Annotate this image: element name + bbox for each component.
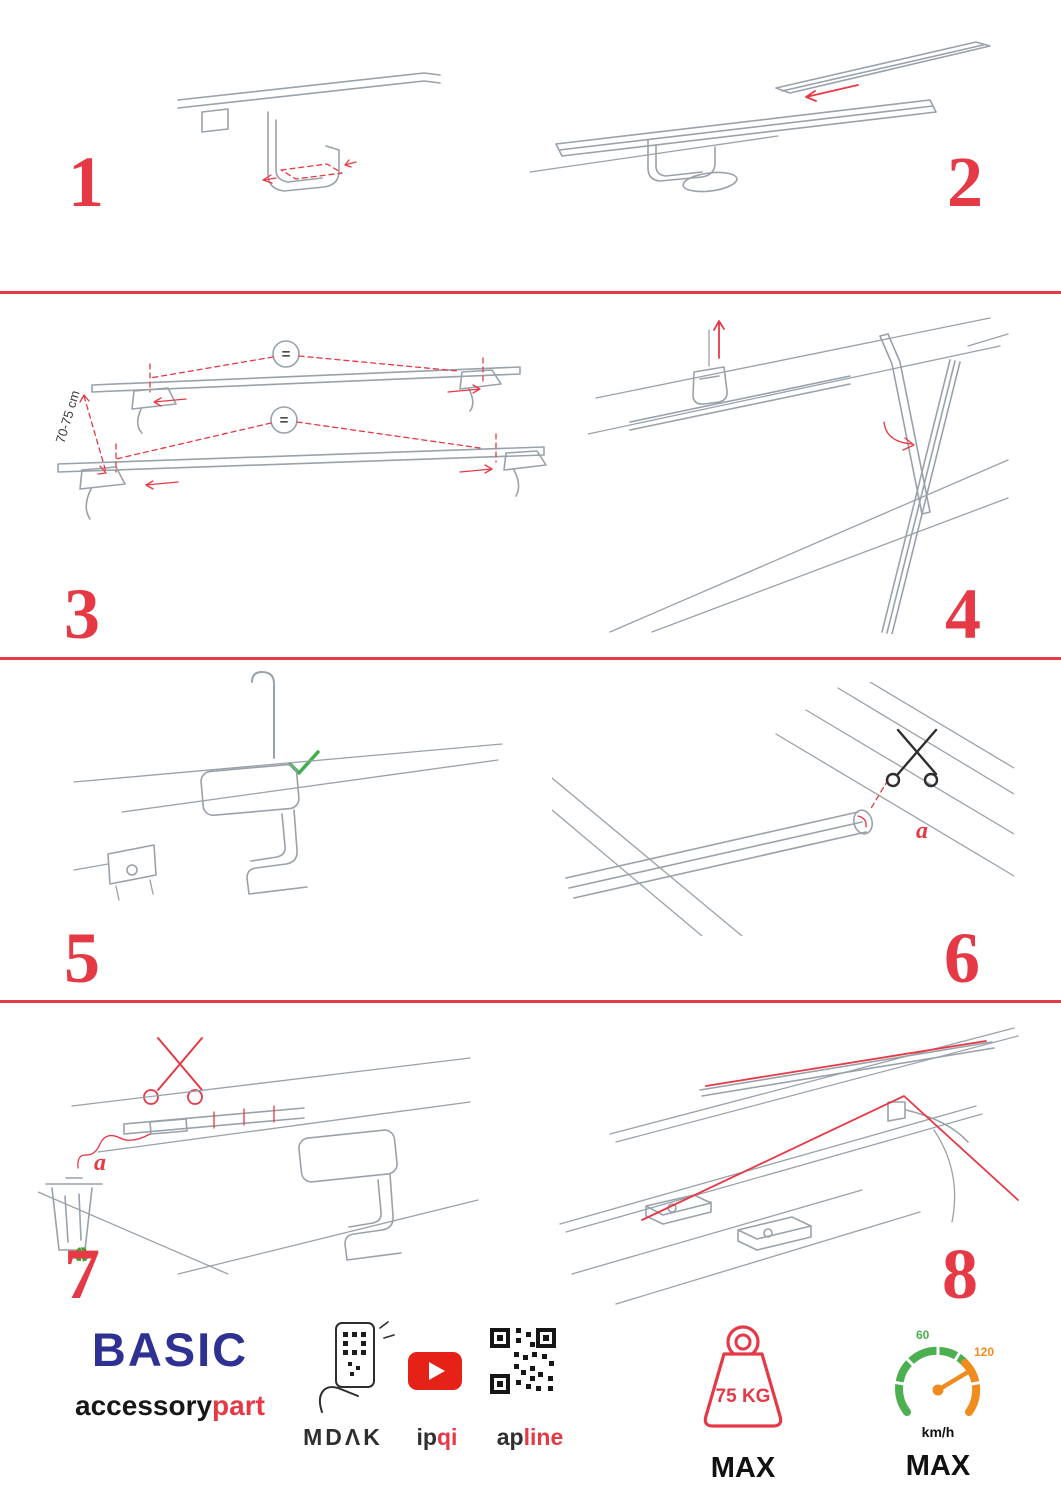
step-8-illustration — [559, 1027, 1019, 1305]
ipqi-black: ip — [416, 1424, 437, 1450]
partner-ipqi-label: ipqi — [398, 1424, 476, 1451]
brand-accessorypart: accessorypart — [62, 1390, 278, 1422]
section-divider-3 — [0, 1000, 1061, 1003]
rotate-arrow — [883, 421, 915, 451]
section-divider-1 — [0, 291, 1061, 294]
step-number-7: 7 — [64, 1234, 100, 1314]
qr-code-icon — [490, 1328, 556, 1394]
trash-icon — [45, 1177, 103, 1251]
qr-on-phone — [343, 1332, 366, 1376]
step-number-4: 4 — [945, 574, 981, 654]
phone-qr-icon — [319, 1321, 395, 1413]
measure-label: 70-75 cm — [53, 389, 83, 445]
brand-sub-red: part — [212, 1390, 265, 1421]
recycle-icon: ♻ — [72, 1243, 91, 1267]
equal-badge-2: = — [280, 412, 289, 429]
foot-pads — [645, 1194, 812, 1251]
speed-low-label: 60 — [916, 1328, 930, 1342]
step-number-5: 5 — [64, 918, 100, 998]
step-5-illustration — [73, 671, 503, 901]
weight-icon: 75 KG — [703, 1325, 783, 1428]
slide-arrow — [805, 84, 859, 102]
step-number-2: 2 — [947, 142, 983, 222]
step-4-illustration — [588, 317, 1009, 634]
step-number-1: 1 — [68, 142, 104, 222]
step-number-8: 8 — [942, 1234, 978, 1314]
brand-basic: BASIC — [91, 1323, 249, 1376]
apline-black: ap — [496, 1424, 524, 1450]
step-7-illustration: a ♻ — [38, 1037, 479, 1275]
equal-badge-1: = — [282, 346, 291, 363]
youtube-icon — [408, 1352, 462, 1390]
speedometer-icon: 60 120 — [892, 1328, 994, 1416]
partner-apline-label: apline — [476, 1424, 584, 1451]
insert-up-arrow — [713, 320, 725, 359]
weight-value: 75 KG — [716, 1386, 771, 1407]
step-3-illustration: = = 70-75 cm — [53, 340, 547, 520]
brand-sub-black: accessory — [75, 1390, 213, 1421]
rubber-pad-marker — [262, 159, 357, 184]
ipqi-red: qi — [437, 1424, 458, 1450]
speed-unit-label: km/h — [921, 1424, 955, 1440]
scissors-icon — [885, 728, 939, 788]
step-1-illustration — [177, 72, 441, 192]
partner-mdak-label: MDΛK — [294, 1424, 392, 1451]
apline-red: line — [523, 1424, 564, 1450]
alignment-guides — [641, 1095, 1019, 1221]
mdak-text: MDΛK — [303, 1424, 383, 1450]
speed-high-label: 120 — [974, 1345, 994, 1359]
weight-max-label: MAX — [710, 1452, 776, 1484]
step-2-illustration — [529, 41, 991, 193]
speed-max-label: MAX — [905, 1450, 971, 1482]
section-divider-2 — [0, 657, 1061, 660]
step-number-6: 6 — [944, 918, 980, 998]
step-number-3: 3 — [64, 574, 100, 654]
step-6-illustration: a — [552, 682, 1014, 936]
allen-key — [879, 333, 931, 515]
bar-distance-dimension: 70-75 cm — [53, 389, 107, 475]
part-label-a: a — [916, 818, 928, 844]
part-label-a: a — [94, 1150, 106, 1176]
